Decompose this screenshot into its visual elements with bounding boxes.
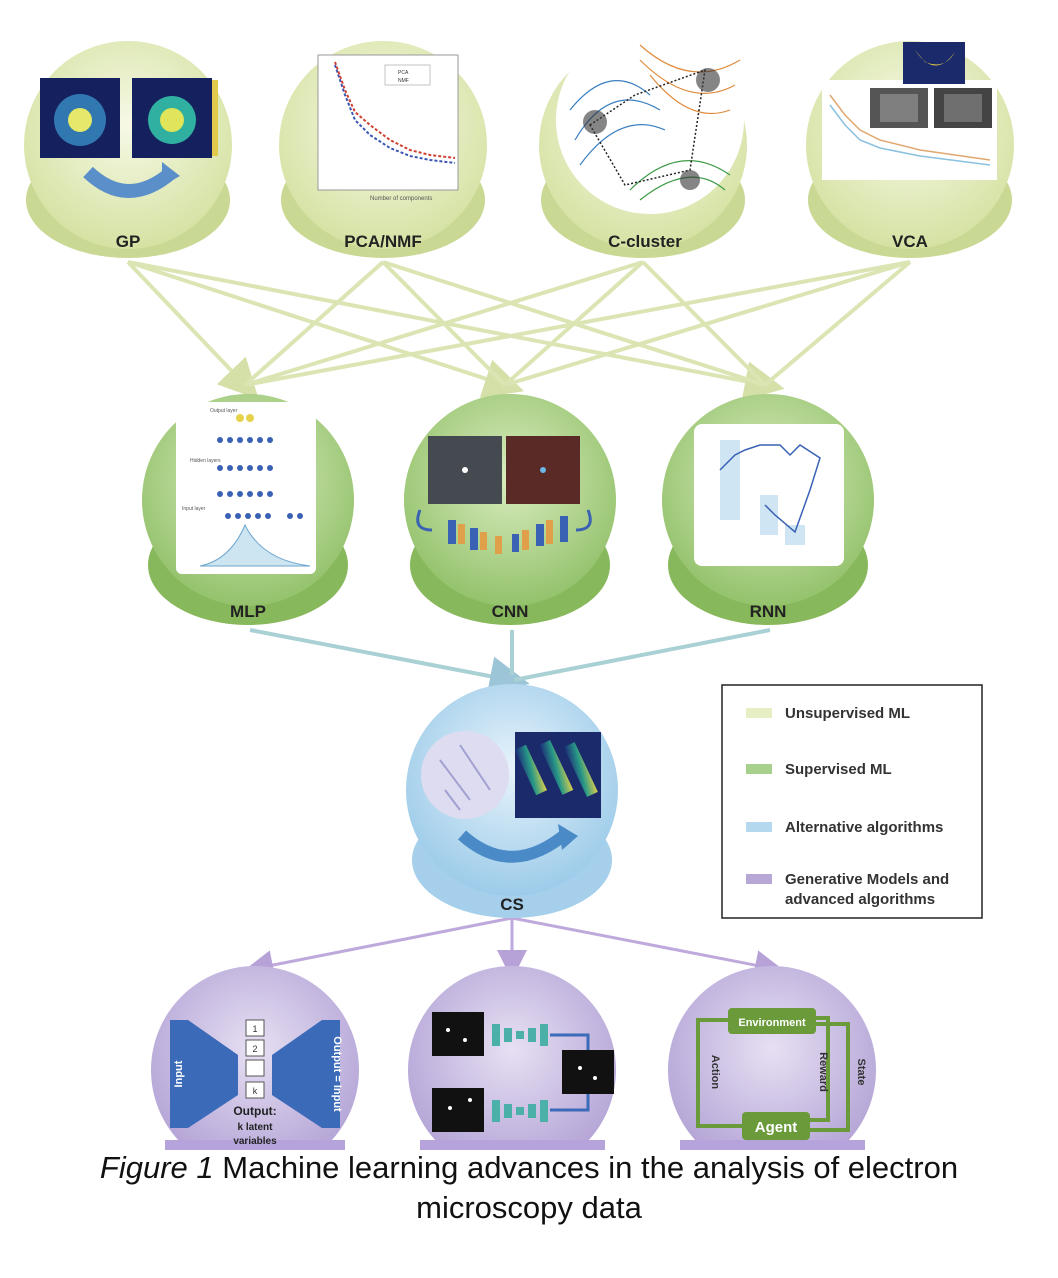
vae-output-label: Output = Input [331,1036,343,1112]
legend-swatch-unsupervised [746,708,772,718]
vae-caption-1: Output: [233,1104,276,1118]
latent-cell-k: k [253,1086,258,1096]
node-gan [408,966,616,1150]
mlp-input-layer: Input layer [182,506,206,512]
legend-swatch-generative [746,874,772,884]
supervised-connections [249,628,771,696]
mlp-hidden-layers: Hidden layers [190,458,221,464]
alternative-connections [243,916,785,980]
pca-legend-1: PCA [398,70,409,76]
node-label-pca-nmf: PCA/NMF [344,232,421,251]
node-vca: VCA [806,41,1014,258]
node-label-cnn: CNN [492,602,529,621]
node-label-mlp: MLP [230,602,266,621]
node-label-vca: VCA [892,232,928,251]
caption-text: Machine learning advances in the analysi… [213,1150,959,1185]
vae-caption-2: k latent [237,1122,273,1133]
legend-swatch-supervised [746,764,772,774]
legend: Unsupervised ML Supervised ML Alternativ… [721,684,983,919]
node-label-cs: CS [500,895,524,914]
node-cs: CS [406,684,618,918]
node-gp: GP [24,41,232,258]
rl-state: State [855,1059,867,1086]
vae-input-label: Input [173,1060,185,1087]
figure-caption: Figure 1 Machine learning advances in th… [0,1148,1058,1228]
pca-legend-2: NMF [398,78,409,84]
diagram: GP PCA NMF Number of components PCA/NMF [24,26,1014,1150]
legend-label-generative-line2: advanced algorithms [785,891,935,908]
node-vae: 1 2 k Input Output = Input Output: k lat… [151,966,359,1150]
caption-line-1: Figure 1 Machine learning advances in th… [0,1148,1058,1188]
node-rl: Environment Agent Action Reward State [668,966,876,1150]
pca-xlabel: Number of components [370,196,432,202]
latent-cell-2: 2 [252,1044,257,1054]
node-cnn: CNN [404,394,616,625]
node-label-gp: GP [116,232,141,251]
node-rnn: RNN [662,394,874,625]
unsupervised-connections [126,260,912,401]
rl-agent: Agent [755,1119,798,1136]
rl-environment: Environment [738,1017,806,1029]
caption-line-2: microscopy data [416,1190,642,1225]
node-label-c-cluster: C-cluster [608,232,682,251]
legend-swatch-alternative [746,822,772,832]
vae-caption-3: variables [233,1136,277,1147]
rl-action: Action [709,1055,721,1090]
node-c-cluster: C-cluster [539,26,747,258]
legend-label-generative: Generative Models and [785,871,949,888]
latent-cell-1: 1 [252,1024,257,1034]
legend-label-alternative: Alternative algorithms [785,819,943,836]
node-label-rnn: RNN [750,602,787,621]
caption-figure-number: Figure 1 [99,1150,214,1185]
rl-reward: Reward [817,1052,829,1092]
node-pca-nmf: PCA NMF Number of components PCA/NMF [279,41,487,258]
node-mlp: Output layer Hidden layers Input layer M… [142,394,354,625]
legend-label-supervised: Supervised ML [785,761,892,778]
mlp-output-layer: Output layer [210,408,238,414]
legend-label-unsupervised: Unsupervised ML [785,705,910,722]
